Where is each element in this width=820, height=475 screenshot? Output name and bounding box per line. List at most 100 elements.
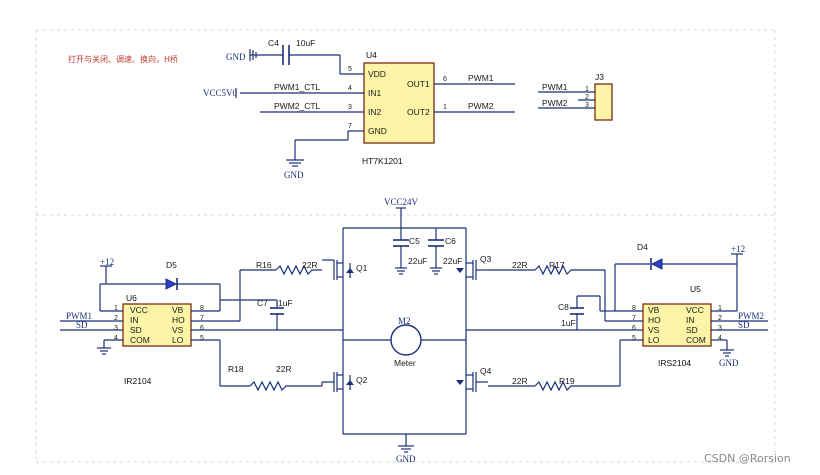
u5-pin-name: HO	[648, 315, 661, 325]
c5-capacitor: C5 22uF	[393, 228, 427, 275]
r19-value: 22R	[512, 376, 528, 386]
vcc24v-label: VCC24V	[384, 197, 419, 207]
c7-value: 1uF	[278, 298, 293, 308]
watermark: CSDN @Rorsion	[704, 452, 791, 465]
d4-ref: D4	[637, 242, 648, 252]
c8-value: 1uF	[561, 318, 576, 328]
u6-pin-num: 4	[114, 335, 118, 342]
motor-m2: M2 Meter	[343, 316, 466, 368]
c6-ref: C6	[445, 236, 456, 246]
u4-pin-num: 1	[443, 104, 447, 111]
u5-pin-num: 5	[632, 335, 636, 342]
u6-body	[122, 303, 192, 347]
c5-value: 22uF	[408, 256, 427, 266]
pwm2-label: PWM2	[738, 311, 764, 321]
c8-ref: C8	[558, 302, 569, 312]
u4-pin-name: GND	[368, 126, 387, 136]
pwm1-label: PWM1	[66, 311, 92, 321]
q2-ref: Q2	[356, 375, 368, 385]
u5-pin-name: SD	[686, 325, 698, 335]
u5-pin-name: VCC	[686, 305, 704, 315]
u5-part: IRS2104	[658, 358, 691, 368]
u5-pin-name: VB	[648, 305, 660, 315]
motor-label: Meter	[394, 358, 416, 368]
u4-pin-name: OUT2	[407, 107, 430, 117]
u4-pin-name: OUT1	[407, 79, 430, 89]
d5-diode: D5	[165, 260, 178, 290]
u4-driver-ic: U4 5 4 3 7 VDD IN1 IN2 GND 6 1 OUT1 OUT2…	[240, 50, 515, 166]
pwm1-out-label: PWM1	[468, 73, 494, 83]
c4-value: 10uF	[296, 38, 315, 48]
u6-pin-name: VB	[172, 305, 184, 315]
u6-pin-num: 1	[114, 305, 118, 312]
pwm2-ctl-label: PWM2_CTL	[274, 101, 321, 111]
plus12-label: +12	[100, 257, 114, 267]
u6-pin-num: 7	[200, 315, 204, 322]
c5-ref: C5	[409, 236, 420, 246]
u6-pin-num: 5	[200, 335, 204, 342]
c4-ref: C4	[268, 38, 279, 48]
vcc5v0-label: VCC5V0	[203, 88, 238, 98]
pwm1-j3-label: PWM1	[542, 82, 568, 92]
r18-value: 22R	[276, 364, 292, 374]
d4-diode: D4	[637, 242, 663, 270]
u5-gate-driver: U5 8 7 6 5 VB HO VS LO VCC IN SD COM 1 2…	[466, 284, 768, 368]
j3-pin-num: 3	[585, 102, 589, 109]
r17-ref: R17	[549, 260, 565, 270]
design-note: 打开与关闭、调速、换向，H桥	[68, 54, 178, 64]
q3-mosfet: Q3	[456, 254, 492, 280]
r18-resistor: R18 22R	[220, 364, 323, 392]
u6-pin-name: SD	[130, 325, 142, 335]
u4-pin-num: 4	[348, 85, 352, 92]
gnd-label: GND	[226, 52, 246, 62]
r19-ref: R19	[559, 376, 575, 386]
u6-pin-num: 3	[114, 325, 118, 332]
motor-ref: M2	[398, 316, 411, 326]
u5-pin-num: 3	[718, 325, 722, 332]
u4-pin-num: 3	[348, 104, 352, 111]
u6-pin-name: VCC	[130, 305, 148, 315]
r18-ref: R18	[228, 364, 244, 374]
u6-ref: U6	[126, 293, 137, 303]
sd-label: SD	[76, 320, 88, 330]
r16-value: 22R	[302, 260, 318, 270]
u4-part: HT7K1201	[362, 156, 403, 166]
u5-pin-name: VS	[648, 325, 660, 335]
r16-resistor: R16 22R	[240, 260, 322, 276]
u4-pin-name: IN1	[368, 88, 382, 98]
u5-pin-num: 2	[718, 315, 722, 322]
j3-ref: J3	[595, 72, 604, 82]
gnd-label: GND	[284, 170, 304, 180]
u6-pin-num: 2	[114, 315, 118, 322]
u5-pin-name: LO	[648, 335, 660, 345]
u5-ref: U5	[690, 284, 701, 294]
u4-ref: U4	[366, 50, 377, 60]
u5-pin-num: 7	[632, 315, 636, 322]
u6-pin-name: HO	[172, 315, 185, 325]
c7-ref: C7	[257, 298, 268, 308]
q1-mosfet: Q1	[322, 259, 368, 280]
u4-pin-name: IN2	[368, 107, 382, 117]
q3-ref: Q3	[480, 254, 492, 264]
u5-pin-num: 1	[718, 305, 722, 312]
gnd-label: GND	[396, 454, 416, 464]
c6-value: 22uF	[443, 256, 462, 266]
u5-pin-name: COM	[686, 335, 706, 345]
c8-capacitor: C8 1uF	[558, 295, 615, 330]
pwm2-j3-label: PWM2	[542, 98, 568, 108]
j3-pin-num: 2	[585, 94, 589, 101]
c6-capacitor: C6 22uF	[428, 228, 462, 275]
c4-capacitor: GND C4 10uF	[226, 38, 341, 74]
q1-ref: Q1	[356, 263, 368, 273]
r17-resistor: R17 22R	[488, 260, 605, 276]
u6-pin-name: IN	[130, 315, 139, 325]
r19-resistor: R19 22R	[488, 376, 620, 392]
u6-pin-name: LO	[172, 335, 184, 345]
u6-pin-name: COM	[130, 335, 150, 345]
u5-pin-num: 8	[632, 305, 636, 312]
u5-pin-num: 6	[632, 325, 636, 332]
u4-pin-name: VDD	[368, 69, 386, 79]
pwm2-out-label: PWM2	[468, 101, 494, 111]
j3-pin-num: 1	[585, 86, 589, 93]
